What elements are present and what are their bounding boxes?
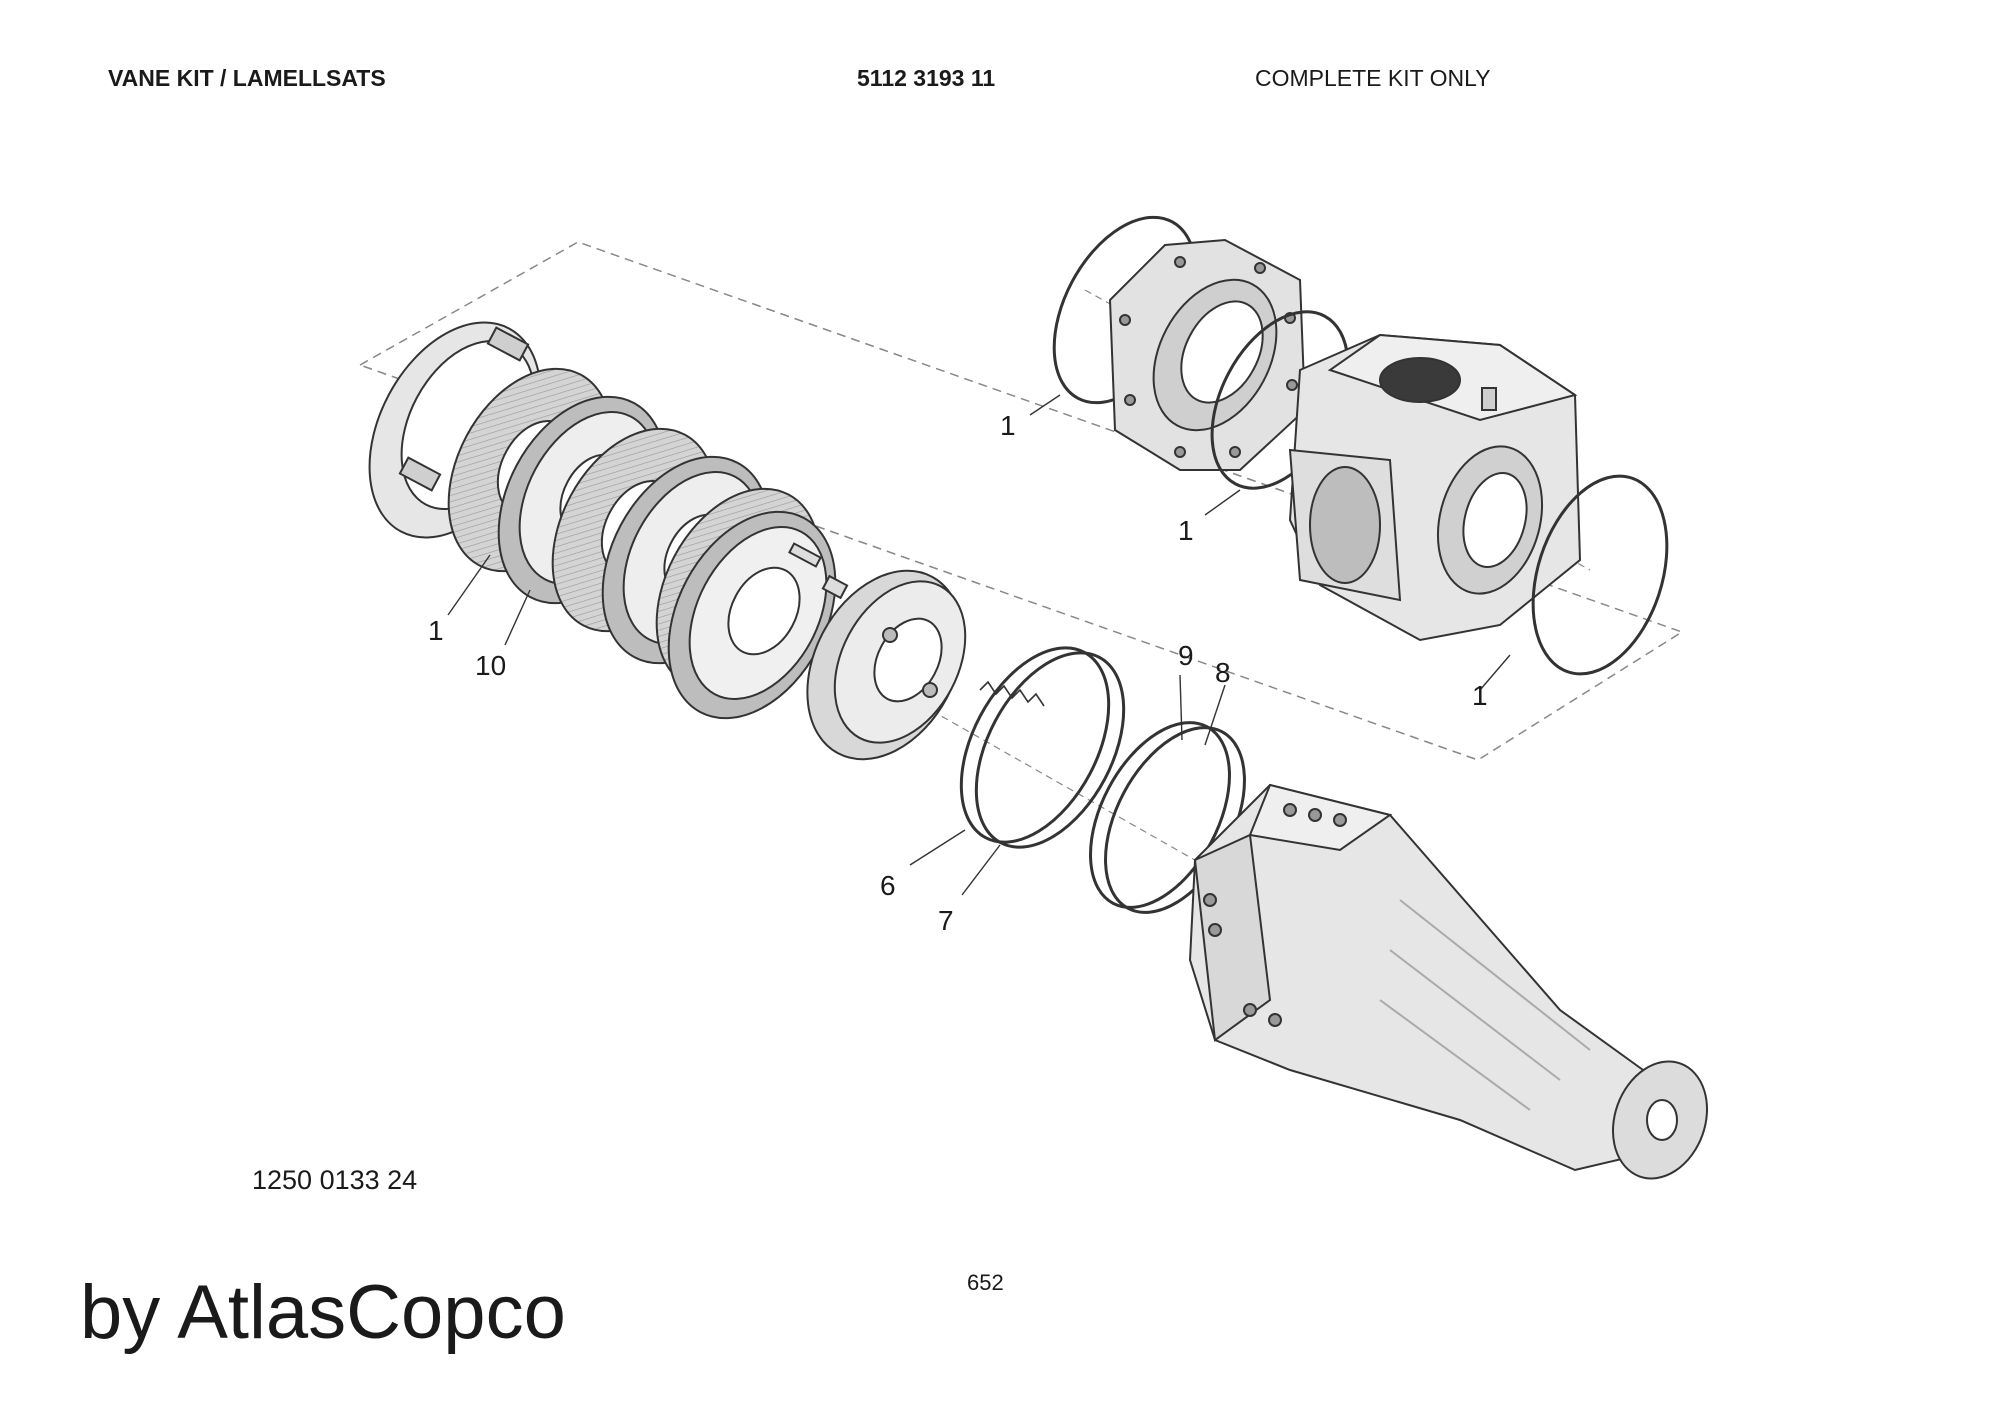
seal-rings-6-7 — [959, 646, 1126, 849]
callout-9: 9 — [1178, 640, 1194, 671]
pins — [788, 542, 849, 600]
callout-6: 6 — [880, 870, 896, 901]
vane-disc-stack — [447, 367, 837, 720]
callout-1-middle: 1 — [1178, 515, 1194, 546]
callout-7: 7 — [938, 905, 954, 936]
motor-housing — [1188, 783, 1709, 1180]
vane-disc-6 — [667, 510, 837, 720]
callout-1-left: 1 — [428, 615, 444, 646]
brand-credit: by AtlasCopco — [80, 1270, 566, 1355]
callout-1-top: 1 — [1000, 410, 1016, 441]
page-number: 652 — [967, 1270, 1004, 1295]
flange-plate — [1108, 238, 1307, 471]
spring — [979, 680, 1045, 707]
kit-boundary-dashed — [358, 241, 1684, 761]
kit-part-number: 5112 3193 11 — [857, 65, 996, 91]
housing-block — [1288, 333, 1582, 642]
piston — [806, 569, 967, 761]
kit-title: VANE KIT / LAMELLSATS — [108, 65, 386, 91]
kit-note: COMPLETE KIT ONLY — [1255, 65, 1491, 91]
callout-1-right: 1 — [1472, 680, 1488, 711]
drawing-number: 1250 0133 24 — [252, 1165, 418, 1195]
callout-10: 10 — [475, 650, 506, 681]
callout-8: 8 — [1215, 657, 1231, 688]
o-ring-right — [1531, 474, 1669, 676]
leader-lines — [447, 394, 1511, 896]
